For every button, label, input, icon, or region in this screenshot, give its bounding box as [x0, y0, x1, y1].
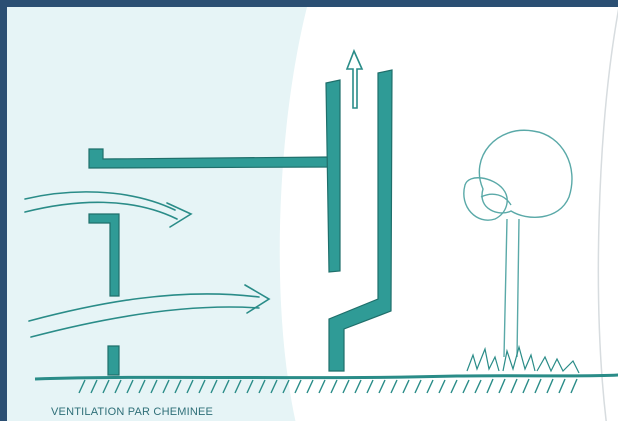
exhaust-arrow — [345, 48, 364, 109]
ventilation-diagram — [7, 7, 618, 421]
airflow-upper-head — [166, 202, 193, 228]
ground-hatching — [78, 378, 578, 394]
chimney-outer-wall — [328, 69, 393, 372]
airflow-lower-b — [30, 306, 260, 338]
background-panel — [7, 7, 307, 421]
grass-tufts — [466, 344, 580, 374]
chimney-inner-wall — [325, 79, 341, 273]
tree-crown-back — [478, 129, 573, 218]
upper-wall — [88, 213, 120, 297]
panel-edge — [597, 8, 618, 421]
diagram-caption: VENTILATION PAR CHEMINEE — [51, 406, 214, 418]
airflow-lower-head — [244, 284, 271, 314]
chimney-stack — [325, 69, 393, 372]
airflow-upper-a — [24, 191, 176, 211]
tree-trunk — [503, 218, 520, 358]
airflow-lower-a — [28, 293, 260, 322]
airflow-arrows — [24, 191, 271, 338]
wall-stub — [107, 345, 120, 376]
tree — [463, 129, 573, 358]
tree-branch — [480, 193, 512, 206]
ground-line — [34, 373, 618, 381]
airflow-upper-b — [24, 201, 178, 220]
tree-crown-front — [463, 177, 508, 221]
